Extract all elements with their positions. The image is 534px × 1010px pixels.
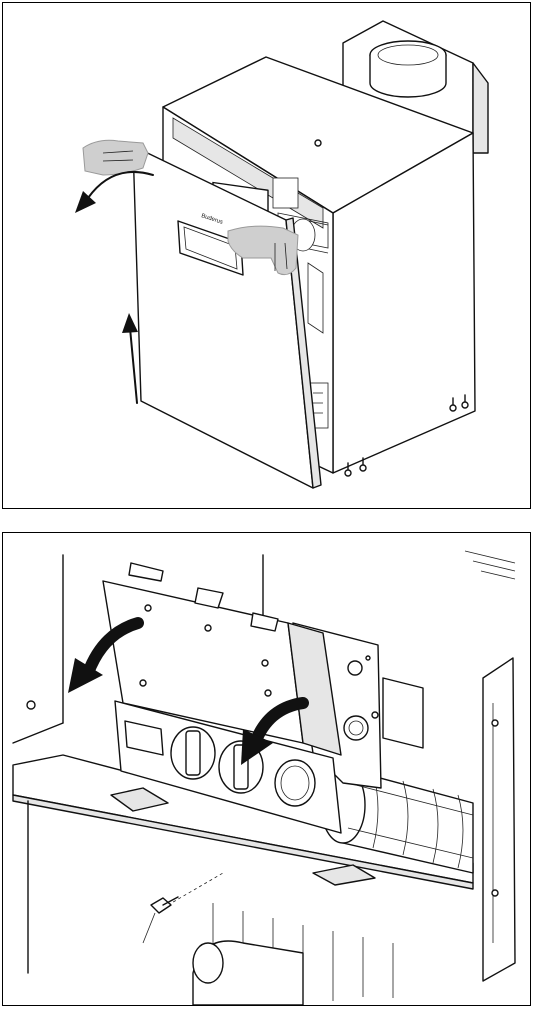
- control-box: [102, 562, 342, 834]
- rotate-arrow-icon: [241, 697, 309, 765]
- lift-arrow-icon: [122, 313, 138, 404]
- hand-icon: [82, 139, 149, 176]
- knob-left: [170, 726, 216, 780]
- illustration-panel-remove-cover: Buderus: [2, 2, 531, 509]
- cabinet-interior: [12, 550, 516, 982]
- rotate-arrow-icon: [68, 617, 144, 693]
- hand-icon: [227, 225, 299, 276]
- screw-icon: [142, 872, 224, 944]
- pull-arrow-icon: [75, 170, 154, 213]
- control-box-tilt-drawing: [12, 550, 516, 1005]
- display-window: [274, 759, 316, 807]
- illustration-panel-tilt-control: [2, 532, 531, 1006]
- support-tray: [12, 754, 474, 1005]
- boiler-cover-removal-drawing: Buderus: [75, 20, 489, 489]
- pipe: [192, 940, 304, 1005]
